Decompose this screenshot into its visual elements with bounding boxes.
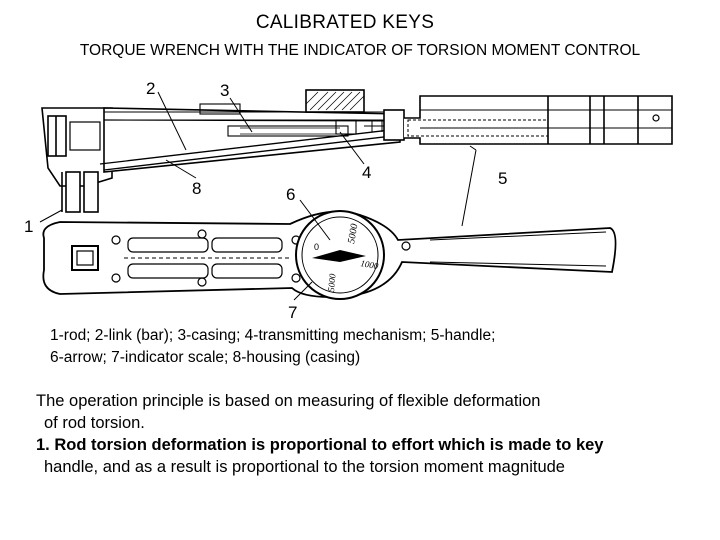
- dial-mark-1000: 1000: [360, 258, 380, 271]
- callout-label-1: 1: [24, 217, 33, 236]
- page-title: CALIBRATED KEYS: [255, 12, 435, 33]
- principle-point: 1. Rod torsion deformation is proportion…: [36, 434, 716, 456]
- callout-label-2: 2: [146, 79, 155, 98]
- wrench-section-view: [41, 89, 673, 213]
- page-subtitle: TORQUE WRENCH WITH THE INDICATOR OF TORS…: [79, 42, 641, 59]
- principle-point-continuation: handle, and as a result is proportional …: [44, 458, 565, 476]
- description-line-2: of rod torsion.: [44, 414, 145, 432]
- dial-mark-zero: 0: [314, 242, 319, 252]
- principle-point-text: Rod torsion deformation is proportional …: [54, 436, 604, 454]
- callout-label-6: 6: [286, 185, 295, 204]
- legend-line-1: 1-rod; 2-link (bar); 3-casing; 4-transmi…: [50, 327, 496, 344]
- description-line-1: The operation principle is based on meas…: [36, 392, 541, 410]
- wrench-plan-view: [42, 210, 617, 300]
- callout-label-7: 7: [288, 303, 297, 322]
- callout-label-5: 5: [498, 169, 507, 188]
- legend-line-2: 6-arrow; 7-indicator scale; 8-housing (c…: [50, 349, 361, 366]
- dial-mark-5000-top: 5000: [346, 223, 360, 245]
- principle-point-number: 1.: [36, 436, 50, 454]
- torque-wrench-diagram: 0 5000 1000 5000 1 2 3 4 5 6 7 8: [24, 79, 673, 322]
- callout-label-8: 8: [192, 179, 201, 198]
- legend: 1-rod; 2-link (bar); 3-casing; 4-transmi…: [50, 325, 710, 369]
- description: The operation principle is based on meas…: [36, 390, 716, 478]
- callout-label-3: 3: [220, 81, 229, 100]
- dial-mark-5000-bottom: 5000: [326, 273, 338, 292]
- leader-lines: [39, 91, 477, 301]
- callout-label-4: 4: [362, 163, 371, 182]
